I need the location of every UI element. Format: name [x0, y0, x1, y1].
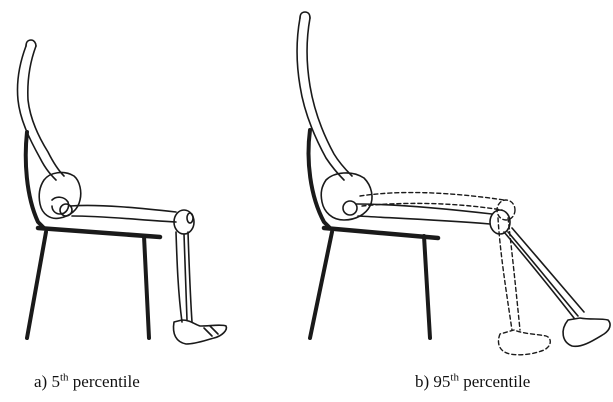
foot-a-toes	[204, 326, 218, 336]
femur-b-lower	[358, 216, 490, 224]
caption-a-ordinal: th	[60, 371, 69, 383]
chair-a-backrest	[26, 132, 44, 228]
spine-b	[297, 18, 344, 180]
shank-b-3	[508, 232, 578, 316]
shank-b-2	[512, 228, 584, 312]
kneecap-a	[187, 213, 193, 223]
caption-a-rest: percentile	[69, 372, 140, 391]
chair-a	[26, 132, 160, 338]
hip-joint-b	[343, 201, 357, 215]
chair-b-seat	[324, 228, 438, 238]
caption-b-prefix: b) 95	[415, 372, 450, 391]
caption-a-prefix: a) 5	[34, 372, 60, 391]
skull-top-a	[26, 40, 36, 46]
dashed-leg-b	[360, 193, 550, 355]
chair-b-back-leg	[310, 232, 332, 338]
femur-b	[356, 204, 492, 214]
chair-b-front-leg	[424, 236, 430, 338]
foot-b	[563, 318, 610, 346]
chair-a-front-leg	[144, 236, 149, 338]
shank-a-1	[176, 232, 182, 322]
spine-b-inner	[307, 18, 352, 176]
caption-5th-percentile: a) 5th percentile	[34, 372, 140, 392]
caption-95th-percentile: b) 95th percentile	[415, 372, 530, 392]
dashed-femur-b	[360, 193, 504, 200]
dashed-foot-b	[498, 330, 550, 355]
chair-a-back-leg	[27, 232, 46, 338]
knee-b	[490, 210, 510, 234]
spine-a-inner	[28, 46, 64, 176]
dashed-femur-b-lower	[362, 203, 502, 210]
caption-b-ordinal: th	[450, 371, 459, 383]
caption-b-rest: percentile	[459, 372, 530, 391]
spine-a	[17, 46, 56, 180]
femur-a	[70, 205, 176, 212]
skull-top-b	[300, 12, 310, 18]
femur-a-lower	[72, 216, 176, 222]
panel-b-drawing	[297, 12, 610, 355]
foot-a	[174, 320, 227, 344]
panel-a-drawing	[17, 40, 226, 344]
shank-a-2	[188, 232, 192, 322]
shank-a-3	[184, 234, 187, 320]
pelvis-b	[321, 173, 372, 220]
chair-a-seat	[38, 228, 160, 237]
